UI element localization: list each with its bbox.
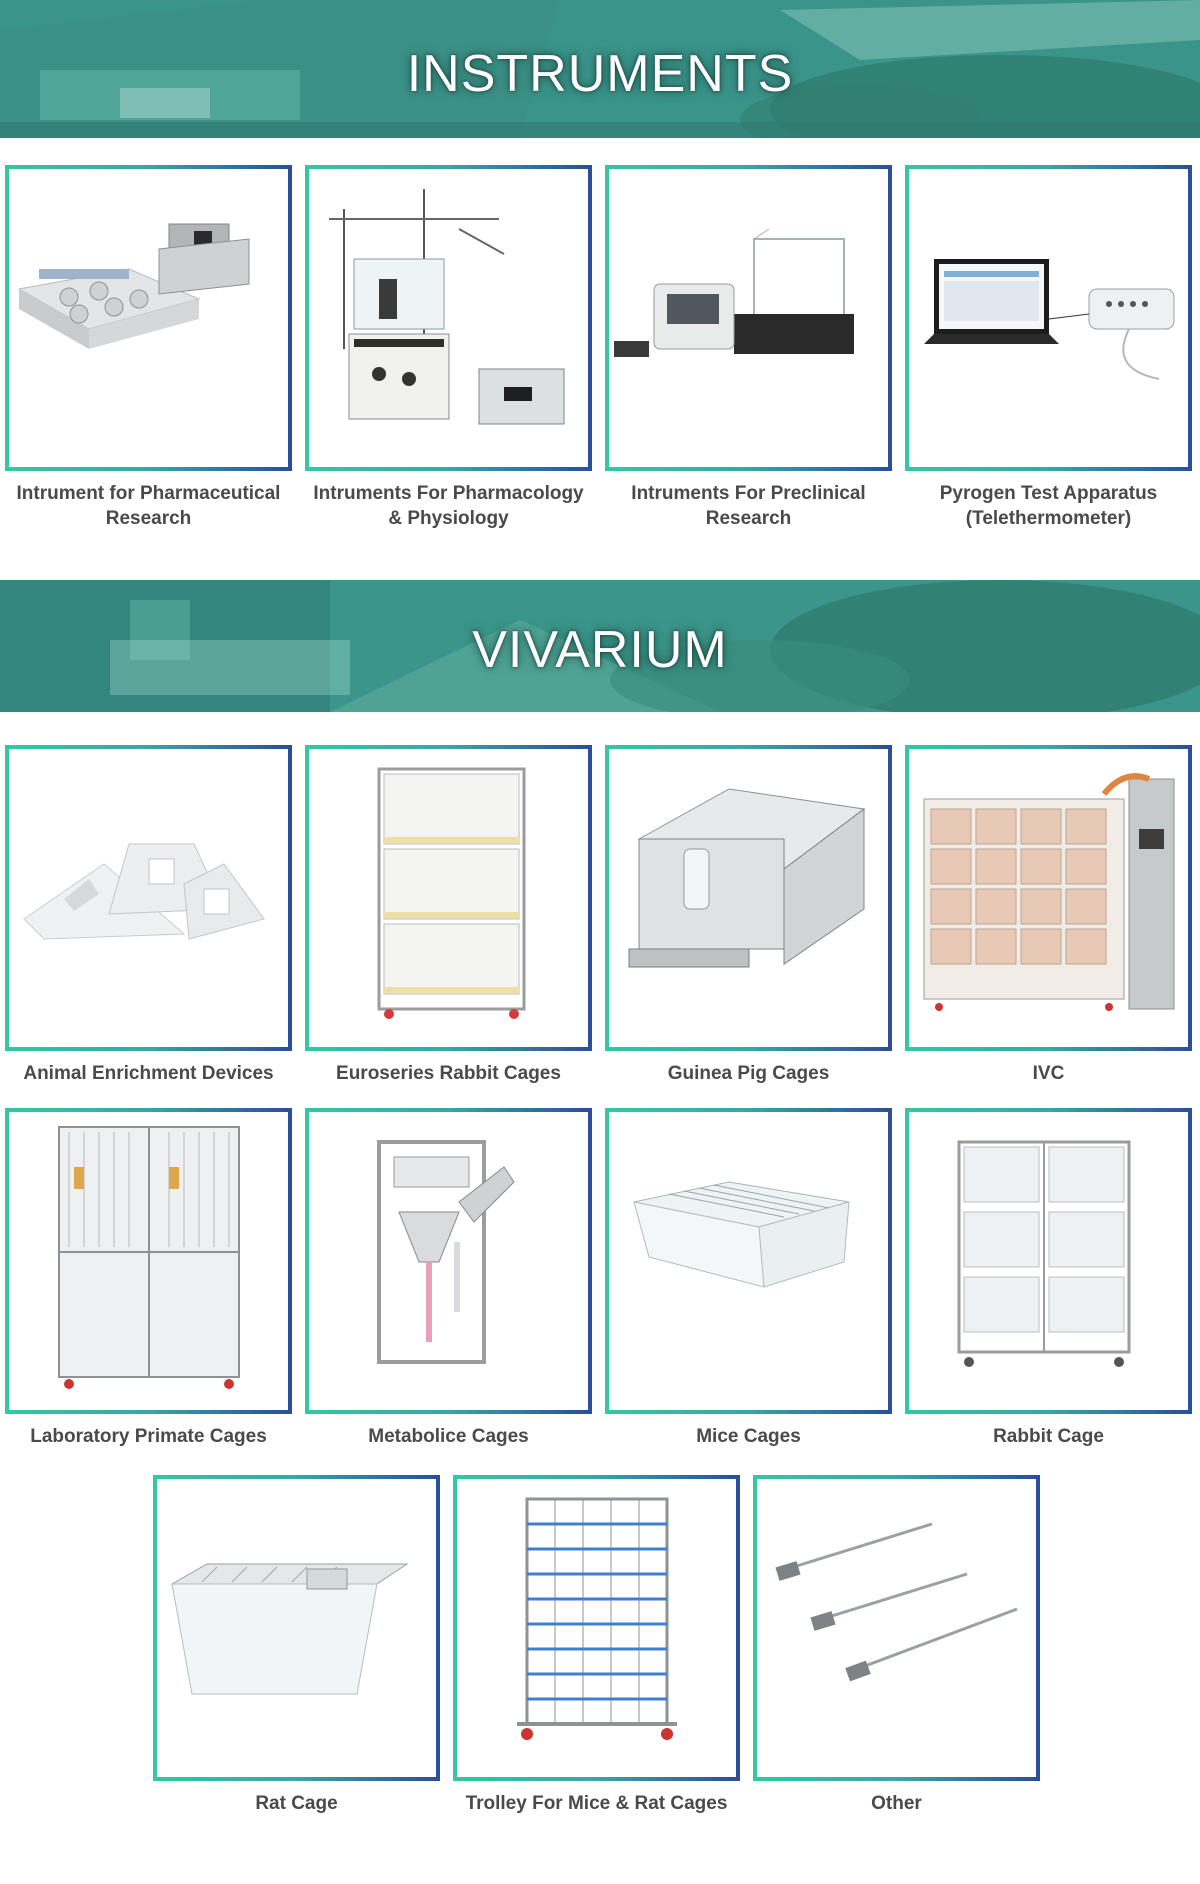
- product-image-frame[interactable]: [905, 1108, 1192, 1414]
- product-caption[interactable]: Rabbit Cage: [993, 1426, 1104, 1447]
- product-image-frame[interactable]: [5, 745, 292, 1051]
- product-card-pharmaceutical-research[interactable]: Intrument for Pharmaceutical Research: [5, 165, 292, 531]
- product-caption[interactable]: Laboratory Primate Cages: [30, 1426, 267, 1447]
- product-image-frame[interactable]: [605, 165, 892, 471]
- product-caption[interactable]: Euroseries Rabbit Cages: [336, 1063, 561, 1084]
- product-caption[interactable]: Other: [871, 1793, 922, 1814]
- product-card-rat-cage[interactable]: Rat Cage: [153, 1475, 440, 1816]
- product-image-frame[interactable]: [753, 1475, 1040, 1781]
- product-caption[interactable]: Animal Enrichment Devices: [23, 1063, 274, 1084]
- guinea-pig-cage-image: [628, 788, 866, 968]
- rabbit-cage-rack-image: [377, 767, 526, 1019]
- product-caption[interactable]: Trolley For Mice & Rat Cages: [465, 1793, 728, 1814]
- mice-cage-image: [633, 1181, 850, 1288]
- product-card-preclinical-research[interactable]: Intruments For Preclinical Research: [605, 165, 892, 531]
- product-caption[interactable]: Guinea Pig Cages: [667, 1063, 830, 1084]
- cage-trolley-image: [517, 1497, 677, 1740]
- enrichment-device-image: [23, 843, 265, 940]
- product-image-frame[interactable]: [905, 165, 1192, 471]
- product-card-other[interactable]: Other: [753, 1475, 1040, 1816]
- product-image-frame[interactable]: [305, 745, 592, 1051]
- product-caption[interactable]: IVC: [1032, 1063, 1065, 1084]
- product-card-trolley-mice-rat-cages[interactable]: Trolley For Mice & Rat Cages: [453, 1475, 740, 1816]
- product-image-frame[interactable]: [305, 165, 592, 471]
- vivarium-banner: VIVARIUM: [0, 580, 1200, 712]
- pharmaceutical-instrument-image: [17, 223, 250, 349]
- product-image-frame[interactable]: [5, 165, 292, 471]
- rat-cage-image: [170, 1563, 409, 1695]
- product-image-frame[interactable]: [5, 1108, 292, 1414]
- product-caption[interactable]: Metabolice Cages: [368, 1426, 529, 1447]
- organ-bath-instrument-image: [329, 189, 565, 425]
- product-card-guinea-pig-cages[interactable]: Guinea Pig Cages: [605, 745, 892, 1086]
- rabbit-cage-image: [957, 1140, 1131, 1367]
- banner-background-image: [0, 580, 1200, 712]
- telethermometer-image: [924, 259, 1175, 380]
- section-title-instruments: INSTRUMENTS: [406, 45, 794, 103]
- primate-cage-image: [58, 1126, 240, 1389]
- section-title-vivarium: VIVARIUM: [472, 621, 728, 679]
- preclinical-instrument-image: [614, 228, 854, 357]
- product-card-metabolice-cages[interactable]: Metabolice Cages: [305, 1108, 592, 1449]
- product-card-primate-cages[interactable]: Laboratory Primate Cages: [5, 1108, 292, 1449]
- ivc-rack-image: [923, 773, 1175, 1011]
- product-image-frame[interactable]: [305, 1108, 592, 1414]
- product-caption[interactable]: Rat Cage: [255, 1793, 338, 1814]
- metabolic-cage-image: [377, 1140, 515, 1364]
- product-caption[interactable]: Pyrogen Test Apparatus (Telethermometer): [939, 483, 1158, 529]
- product-image-frame[interactable]: [605, 745, 892, 1051]
- product-card-pharmacology-physiology[interactable]: Intruments For Pharmacology & Physiology: [305, 165, 592, 531]
- product-image-frame[interactable]: [453, 1475, 740, 1781]
- product-card-animal-enrichment-devices[interactable]: Animal Enrichment Devices: [5, 745, 292, 1086]
- product-caption[interactable]: Intruments For Pharmacology & Physiology: [313, 483, 584, 529]
- product-caption[interactable]: Intrument for Pharmaceutical Research: [16, 483, 281, 529]
- product-card-ivc[interactable]: IVC: [905, 745, 1192, 1086]
- product-image-frame[interactable]: [905, 745, 1192, 1051]
- product-image-frame[interactable]: [153, 1475, 440, 1781]
- feeding-needles-image: [775, 1522, 1018, 1682]
- product-card-euroseries-rabbit-cages[interactable]: Euroseries Rabbit Cages: [305, 745, 592, 1086]
- product-card-mice-cages[interactable]: Mice Cages: [605, 1108, 892, 1449]
- product-card-rabbit-cage[interactable]: Rabbit Cage: [905, 1108, 1192, 1449]
- instruments-banner: INSTRUMENTS: [0, 0, 1200, 138]
- product-caption[interactable]: Intruments For Preclinical Research: [631, 483, 866, 529]
- banner-background-image: [0, 0, 1200, 138]
- product-caption[interactable]: Mice Cages: [696, 1426, 801, 1447]
- product-card-pyrogen-test-apparatus[interactable]: Pyrogen Test Apparatus (Telethermometer): [905, 165, 1192, 531]
- product-image-frame[interactable]: [605, 1108, 892, 1414]
